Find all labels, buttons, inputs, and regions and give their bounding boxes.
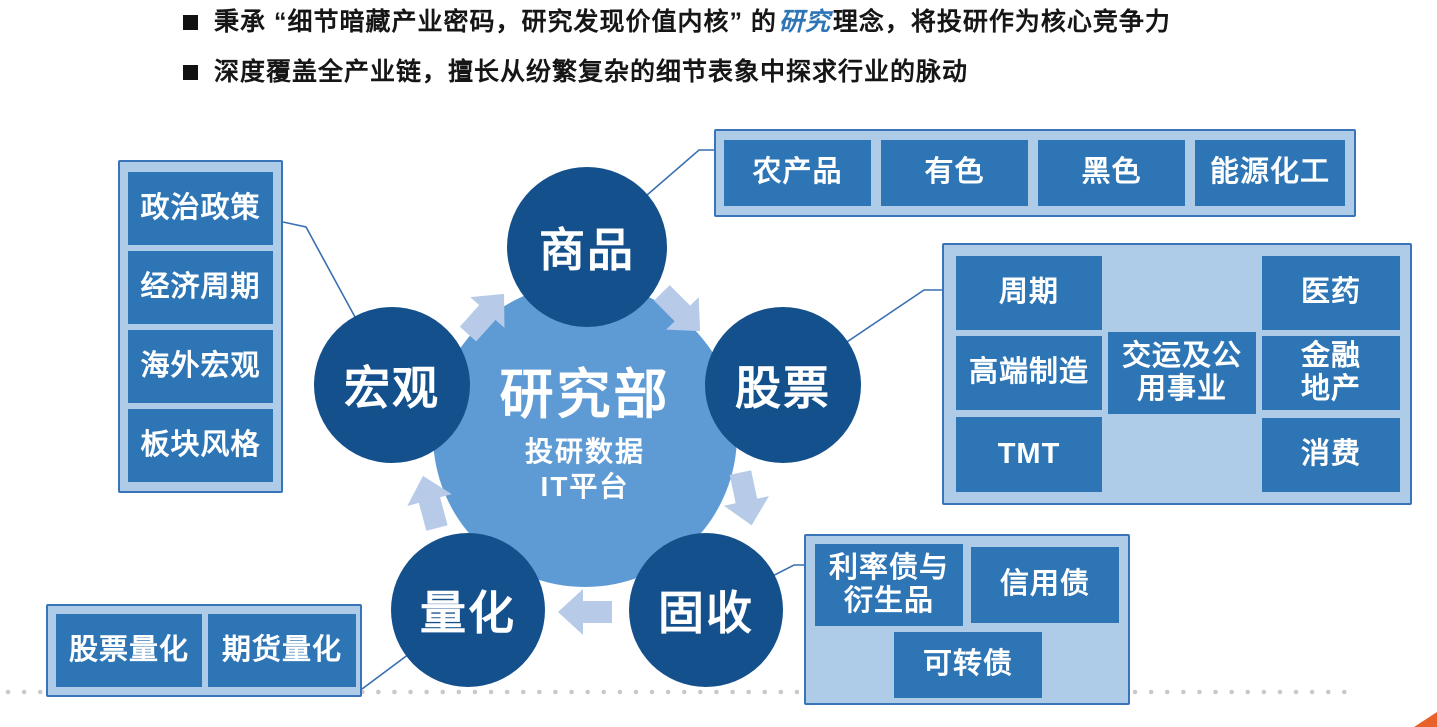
commodity-item-box: 农产品 [724,140,871,206]
bullet-1-pre: 秉承 “细节暗藏产业密码，研究发现价值内核” 的 [214,8,777,36]
fixed-income-panel: 利率债与 衍生品 信用债 可转债 [804,534,1130,705]
bullet-2-pre: 深度覆盖全产业链，擅长从纷繁复杂的细节表象中探求行业的脉动 [214,58,969,86]
commodity-panel: 农产品 有色 黑色 能源化工 [714,129,1356,217]
quant-panel: 股票量化 期货量化 [46,604,362,697]
fixed-income-item-box: 信用债 [971,547,1119,623]
commodity-item-box: 黑色 [1038,140,1185,206]
stock-panel: 周期 医药 高端制造 交运及公 用事业 金融 地产 TMT 消费 [942,243,1412,505]
stock-item-box: 交运及公 用事业 [1108,332,1256,414]
bullet-1-highlight: 研究 [778,8,831,36]
quant-item-box: 期货量化 [208,614,356,687]
macro-item-box: 经济周期 [128,251,273,324]
stock-item-box: 金融 地产 [1262,336,1400,410]
center-title: 研究部 [499,365,671,426]
fixed-income-item-box: 可转债 [894,632,1042,698]
macro-item-box: 海外宏观 [128,330,273,403]
bullet-2-text: 深度覆盖全产业链，擅长从纷繁复杂的细节表象中探求行业的脉动 [214,56,968,89]
commodity-item-box: 能源化工 [1195,140,1345,206]
node-circle-quant: 量化 [391,533,545,687]
node-label-macro: 宏观 [344,362,440,414]
node-circle-fixed-income: 固收 [629,533,783,687]
bullet-square-icon [183,15,198,30]
bullet-1-text: 秉承 “细节暗藏产业密码，研究发现价值内核” 的研究理念，将投研作为核心竞争力 [214,6,1171,39]
fixed-income-item-box: 利率债与 衍生品 [815,544,963,626]
node-circle-commodity: 商品 [507,167,667,327]
corner-accent-shape [1414,712,1437,727]
node-label-quant: 量化 [420,587,516,639]
commodity-item-box: 有色 [881,140,1028,206]
bullet-line-1: 秉承 “细节暗藏产业密码，研究发现价值内核” 的研究理念，将投研作为核心竞争力 [183,6,1171,39]
macro-item-box: 板块风格 [128,409,273,482]
stock-item-box: 高端制造 [956,336,1102,410]
macro-item-box: 政治政策 [128,172,273,245]
node-circle-stock: 股票 [705,307,861,463]
bullet-line-2: 深度覆盖全产业链，擅长从纷繁复杂的细节表象中探求行业的脉动 [183,56,968,89]
node-label-fixed-income: 固收 [658,587,754,639]
center-subtitle-line1: 投研数据 [524,435,645,467]
bullet-square-icon [183,65,198,80]
center-subtitle: 投研数据 IT平台 [525,434,645,504]
bullet-1-post: 理念，将投研作为核心竞争力 [832,8,1171,36]
stock-item-box: 周期 [956,256,1102,330]
stock-item-box: 消费 [1262,418,1400,492]
node-label-stock: 股票 [735,362,831,414]
quant-item-box: 股票量化 [56,614,202,687]
stock-item-box: TMT [956,417,1102,492]
node-label-commodity: 商品 [539,224,635,276]
macro-panel: 政治政策 经济周期 海外宏观 板块风格 [118,160,283,493]
center-subtitle-line2: IT平台 [540,470,630,502]
node-circle-macro: 宏观 [314,307,470,463]
stock-item-box: 医药 [1262,256,1400,330]
